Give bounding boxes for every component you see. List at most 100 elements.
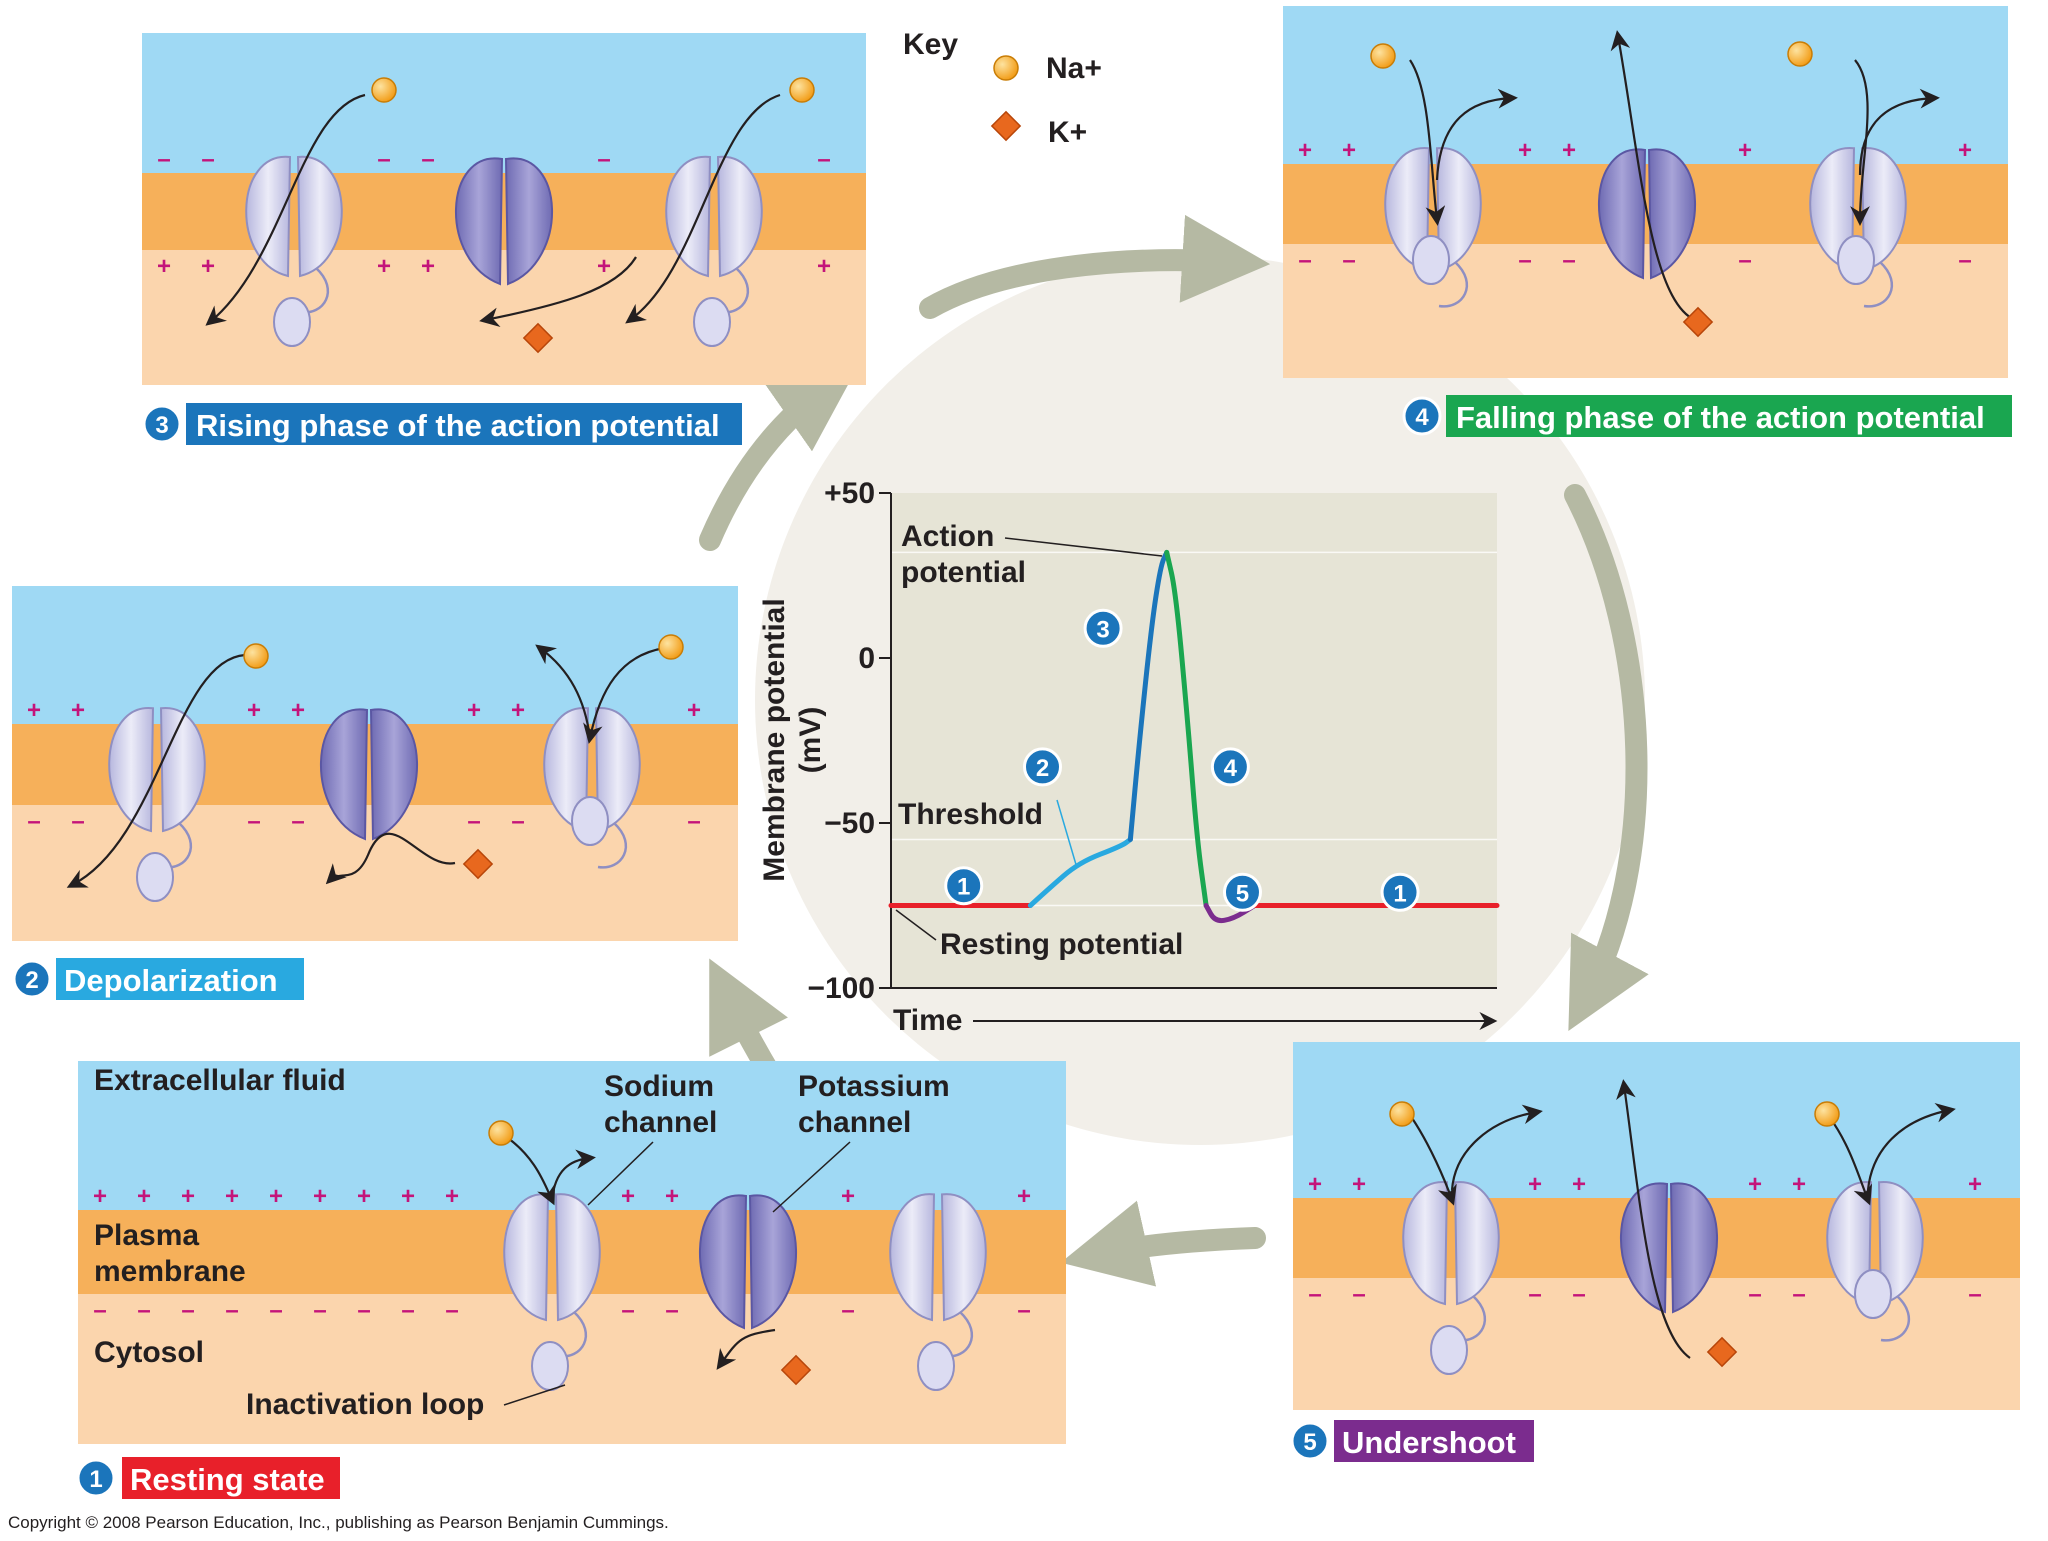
potassium-channel-left-subunit bbox=[1598, 148, 1647, 280]
negative-charge: – bbox=[445, 1297, 458, 1324]
ion-flow-arrow bbox=[583, 646, 666, 744]
ion-flow-arrow bbox=[550, 1149, 596, 1201]
inactivation-loop-tether bbox=[1880, 1295, 1910, 1342]
badge-falling-title: Falling phase of the action potential bbox=[1456, 400, 1985, 435]
positive-charge: + bbox=[225, 1183, 239, 1210]
negative-charge: – bbox=[597, 146, 610, 173]
resting-panel-labels: Extracellular fluid Plasma membrane Cyto… bbox=[94, 1064, 950, 1421]
key: Key Na+ K+ bbox=[903, 28, 1102, 149]
ion-flow-arrow bbox=[1829, 1117, 1873, 1206]
cytosol-label: Cytosol bbox=[94, 1336, 204, 1369]
badge-rising-number: 3 bbox=[155, 412, 168, 439]
potassium-channel-left-subunit bbox=[320, 708, 369, 841]
inactivation-gate-ball bbox=[1837, 235, 1875, 285]
negative-charge: – bbox=[467, 808, 480, 835]
badge-undershoot-number-bg bbox=[1290, 1421, 1330, 1461]
potassium-channel-right-subunit bbox=[748, 1194, 797, 1330]
ion-flow-arrow bbox=[1450, 1104, 1543, 1191]
panel-depol: +++++++––––––– bbox=[12, 586, 738, 941]
k-ion bbox=[462, 848, 494, 880]
badge-depolarization: 2 Depolarization bbox=[12, 958, 304, 1000]
ion-flow-arrow bbox=[66, 653, 246, 888]
cycle-arrow-top bbox=[919, 214, 1271, 319]
badge-falling-number: 4 bbox=[1415, 404, 1429, 431]
cycle-arrow-bottom-right bbox=[1060, 1200, 1266, 1287]
panel-falling: ++++++–––––– bbox=[1283, 6, 2008, 378]
negative-charge: – bbox=[1748, 1281, 1761, 1308]
cycle-arrow-right bbox=[1564, 484, 1649, 1032]
inactivation-gate-ball bbox=[1412, 235, 1450, 285]
badge-rising: 3 Rising phase of the action potential bbox=[142, 403, 742, 445]
negative-charge: – bbox=[1968, 1281, 1981, 1308]
cytosol-region bbox=[142, 250, 866, 385]
phase-marker-bg bbox=[1210, 747, 1250, 787]
negative-charge: – bbox=[93, 1297, 106, 1324]
negative-charge: – bbox=[1562, 247, 1575, 274]
potassium-channel-right-subunit bbox=[369, 708, 418, 841]
y-tick-label: −50 bbox=[824, 807, 875, 840]
inactivation-gate-ball bbox=[273, 297, 311, 347]
sodium-channel-left-subunit bbox=[245, 156, 292, 278]
series-line-rising-phase bbox=[1127, 549, 1170, 842]
extracellular-region bbox=[78, 1061, 1066, 1210]
sodium-channel-label-2: channel bbox=[604, 1106, 717, 1139]
negative-charge: – bbox=[841, 1297, 854, 1324]
positive-charge: + bbox=[817, 253, 831, 280]
plasma-membrane-label-2: membrane bbox=[94, 1255, 246, 1288]
ion-flow-arrow bbox=[1616, 1079, 1691, 1359]
negative-charge: – bbox=[137, 1297, 150, 1324]
positive-charge: + bbox=[421, 253, 435, 280]
na-ion bbox=[1389, 1101, 1415, 1127]
potassium-channel-label-1: Potassium bbox=[798, 1070, 950, 1103]
ion-flow-arrow bbox=[1411, 1117, 1457, 1206]
badge-resting-number: 1 bbox=[89, 1466, 102, 1493]
negative-charge: – bbox=[377, 146, 390, 173]
k-ion-icon bbox=[990, 110, 1022, 142]
cycle-arrow-left bbox=[699, 364, 859, 551]
inactivation-loop-leader bbox=[503, 1384, 566, 1406]
y-tick-label: −100 bbox=[807, 972, 875, 1005]
threshold-label: Threshold bbox=[898, 798, 1043, 831]
panels: ––––––++++++++++++––––––+++++++–––––––++… bbox=[12, 6, 2020, 1444]
sodium-channel-left-subunit bbox=[108, 707, 155, 833]
positive-charge: + bbox=[71, 697, 85, 724]
sodium-channel-right-subunit bbox=[716, 156, 763, 278]
threshold-leader bbox=[1056, 799, 1078, 869]
positive-charge: + bbox=[291, 697, 305, 724]
positive-charge: + bbox=[357, 1183, 371, 1210]
sodium-channel-left-subunit bbox=[665, 156, 712, 278]
potassium-channel-left-subunit bbox=[455, 157, 504, 286]
badge-rising-bg bbox=[186, 403, 742, 445]
negative-charge: – bbox=[687, 808, 700, 835]
positive-charge: + bbox=[1308, 1171, 1322, 1198]
badge-resting-bg bbox=[122, 1457, 340, 1499]
negative-charge: – bbox=[1017, 1297, 1030, 1324]
positive-charge: + bbox=[1342, 137, 1356, 164]
positive-charge: + bbox=[401, 1183, 415, 1210]
extracellular-region bbox=[142, 33, 866, 173]
positive-charge: + bbox=[247, 697, 261, 724]
negative-charge: – bbox=[1792, 1281, 1805, 1308]
na-ion bbox=[371, 77, 397, 103]
badge-rising-number-bg bbox=[142, 404, 182, 444]
na-ion bbox=[1787, 41, 1813, 67]
negative-charge: – bbox=[1342, 247, 1355, 274]
plasma-membrane-label-1: Plasma bbox=[94, 1219, 199, 1252]
inactivation-gate-ball bbox=[571, 796, 609, 846]
badge-depolarization-bg bbox=[56, 958, 304, 1000]
positive-charge: + bbox=[157, 253, 171, 280]
sodium-channel-right-subunit bbox=[1877, 1181, 1924, 1306]
positive-charge: + bbox=[1968, 1171, 1982, 1198]
positive-charge: + bbox=[1017, 1183, 1031, 1210]
inactivation-gate-ball bbox=[136, 852, 174, 902]
negative-charge: – bbox=[225, 1297, 238, 1324]
ion-flow-arrow bbox=[205, 93, 366, 326]
negative-charge: – bbox=[157, 146, 170, 173]
action-potential-label-1: Action bbox=[901, 520, 994, 553]
y-tick-label: 0 bbox=[858, 642, 875, 675]
badge-falling: 4 Falling phase of the action potential bbox=[1402, 395, 2012, 437]
negative-charge: – bbox=[401, 1297, 414, 1324]
sodium-channel-right-subunit bbox=[296, 156, 343, 278]
badge-falling-number-bg bbox=[1402, 396, 1442, 436]
negative-charge: – bbox=[27, 808, 40, 835]
